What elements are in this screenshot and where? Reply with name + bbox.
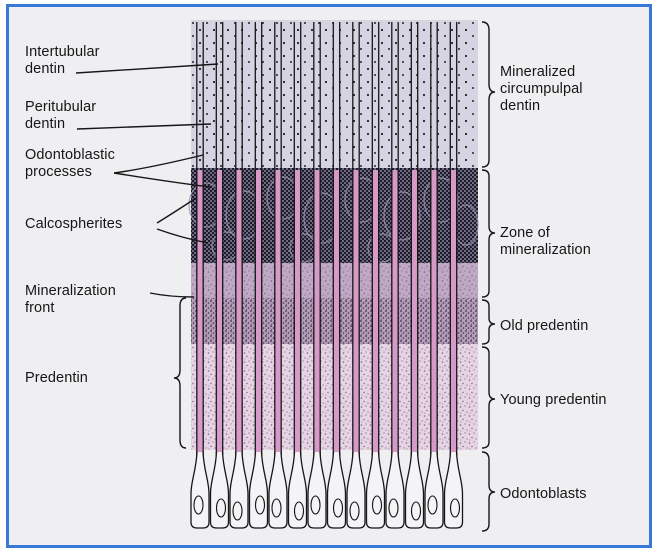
label-predentin: Predentin: [25, 370, 88, 387]
label-zone-of-mineralization: Zone of mineralization: [500, 225, 591, 259]
label-intertubular-dentin: Intertubular dentin: [25, 44, 100, 78]
process-core: [217, 170, 222, 455]
process-core: [393, 170, 398, 455]
label-old-predentin: Old predentin: [500, 318, 588, 335]
odontoblast-cell: [230, 452, 248, 528]
process-core: [412, 170, 417, 455]
label-young-predentin: Young predentin: [500, 392, 607, 409]
process-core: [276, 170, 281, 455]
process-core: [373, 170, 378, 455]
process-core: [432, 170, 437, 455]
odontoblast-cell: [406, 452, 424, 528]
process-core: [295, 170, 300, 455]
odontoblast-cell: [367, 452, 385, 528]
odontoblast-cell: [308, 452, 326, 528]
process-core: [334, 170, 339, 455]
label-odontoblasts: Odontoblasts: [500, 486, 587, 503]
odontoblast-cell: [289, 452, 307, 528]
process-core: [451, 170, 456, 455]
odontoblast-layer: [191, 452, 463, 528]
label-mineralized-circumpulpal-dentin: Mineralized circumpulpal dentin: [500, 64, 583, 115]
label-calcospherites: Calcospherites: [25, 216, 122, 233]
process-core: [256, 170, 261, 455]
right-braces: [482, 22, 495, 531]
process-core: [198, 170, 203, 455]
odontoblast-cell: [250, 452, 268, 528]
label-mineralization-front: Mineralization front: [25, 283, 116, 317]
process-core: [315, 170, 320, 455]
mineralized-dentin-dots: [191, 20, 478, 170]
odontoblast-cell: [347, 452, 365, 528]
odontoblast-cell: [191, 452, 209, 528]
label-odontoblastic-processes: Odontoblastic processes: [25, 147, 115, 181]
process-core: [237, 170, 242, 455]
predentin-brace: [174, 298, 186, 448]
odontoblast-cell: [425, 452, 443, 528]
process-core: [354, 170, 359, 455]
label-peritubular-dentin: Peritubular dentin: [25, 99, 96, 133]
